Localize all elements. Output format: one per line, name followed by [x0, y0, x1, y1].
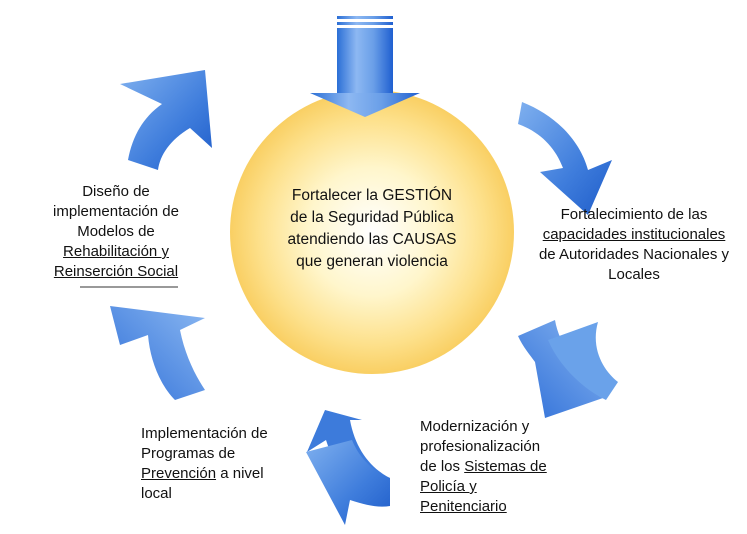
bottom-left-line-4: local: [141, 485, 172, 502]
right-line-1: Fortalecimiento de las: [560, 206, 708, 223]
bottom-right-text-block: Modernización y profesionalización de lo…: [420, 417, 600, 517]
bottom-left-line-1: Implementación de: [141, 425, 268, 442]
bottom-right-line-5: Penitenciario: [420, 498, 507, 515]
left-line-2: implementación de: [53, 203, 179, 220]
bottom-left-line-3a: Prevención: [141, 465, 217, 482]
left-line-4: Rehabilitación y: [63, 243, 169, 260]
bottom-left-line-3b: a nivel: [216, 465, 264, 482]
bottom-right-line-2: profesionalización: [420, 438, 541, 455]
bottom-right-line-3a: de los: [420, 458, 465, 475]
right-text-block: Fortalecimiento de las capacidades insti…: [524, 205, 744, 285]
left-line-3: Modelos de: [77, 223, 155, 240]
left-text-block: Diseño de implementación de Modelos de R…: [40, 182, 192, 282]
bottom-right-line-3b: Sistemas de: [464, 458, 547, 475]
center-line-2: de la Seguridad Pública: [290, 209, 454, 226]
bottom-right-line-1: Modernización y: [420, 418, 530, 435]
curved-arrow-top-right-icon: [518, 102, 612, 215]
center-line-4: que generan violencia: [296, 253, 448, 270]
right-line-3: de Autoridades Nacionales y: [538, 246, 730, 263]
left-line-1: Diseño de: [82, 183, 150, 200]
right-line-2: capacidades institucionales: [542, 226, 726, 243]
bottom-left-line-2: Programas de: [141, 445, 236, 462]
right-line-4: Locales: [608, 266, 660, 283]
center-circle: [230, 90, 514, 374]
left-line-5: Reinserción Social: [53, 263, 179, 280]
down-arrow-icon: [310, 16, 420, 117]
center-line-3: atendiendo las CAUSAS: [287, 231, 457, 248]
curved-arrow-right-bottom-icon: [518, 320, 618, 418]
curved-arrow-bottom-left-icon: [306, 410, 390, 525]
curved-arrow-top-left-icon: [120, 70, 212, 170]
center-line-1: Fortalecer la GESTIÓN: [291, 187, 453, 204]
center-goal-text: Fortalecer la GESTIÓN de la Seguridad Pú…: [262, 185, 482, 273]
bottom-right-line-4: Policía y: [420, 478, 477, 495]
bottom-left-text-block: Implementación de Programas de Prevenció…: [141, 424, 301, 504]
curved-arrow-left-up-icon: [110, 306, 205, 400]
